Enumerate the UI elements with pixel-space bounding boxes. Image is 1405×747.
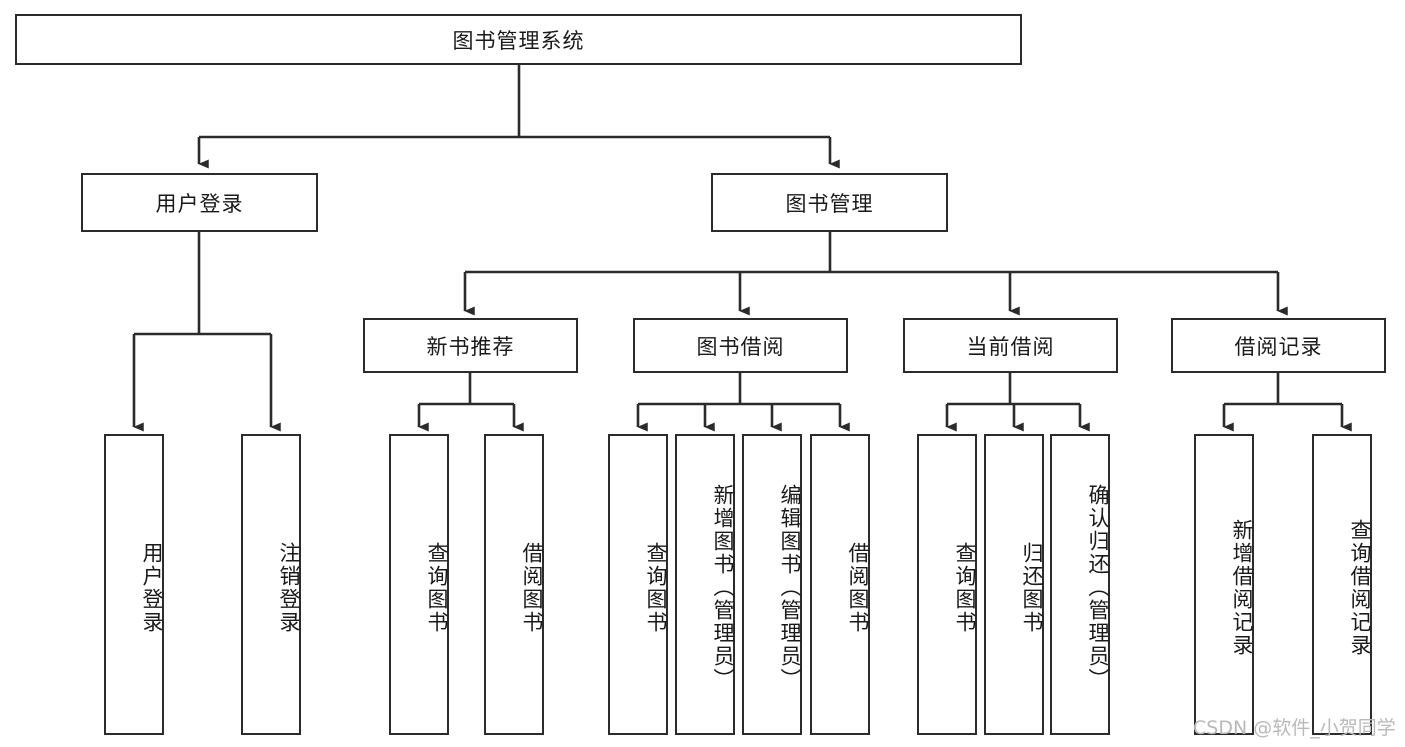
node-leaf-add-book-label: 新增图书（管理员） [711,484,735,691]
node-user-login-label: 用户登录 [155,191,244,216]
node-leaf-return-book-label: 归还图书 [1020,541,1044,634]
node-book-management-label: 图书管理 [785,191,874,216]
node-leaf-add-record[interactable]: 新增借阅记录 [1194,434,1254,735]
node-leaf-user-login[interactable]: 用户登录 [104,434,164,735]
node-leaf-borrow-book-2-label: 借阅图书 [846,541,870,634]
node-leaf-user-login-label: 用户登录 [140,541,164,634]
node-leaf-query-book-2-label: 查询图书 [644,541,668,634]
node-leaf-logout-login-label: 注销登录 [277,541,301,634]
node-current-borrow-label: 当前借阅 [966,334,1055,359]
csdn-watermark: CSDN @软件_小贺同学 [1193,717,1396,739]
node-leaf-edit-book-label: 编辑图书（管理员） [778,484,802,691]
node-book-borrow[interactable]: 图书借阅 [633,318,848,373]
node-leaf-return-book[interactable]: 归还图书 [984,434,1044,735]
node-new-book-recommend-label: 新书推荐 [426,334,515,359]
node-leaf-query-record-label: 查询借阅记录 [1348,518,1372,657]
node-leaf-edit-book[interactable]: 编辑图书（管理员） [742,434,802,735]
node-leaf-borrow-book-2[interactable]: 借阅图书 [810,434,870,735]
node-leaf-borrow-book-1-label: 借阅图书 [520,541,544,634]
node-user-login[interactable]: 用户登录 [81,173,318,232]
node-book-management[interactable]: 图书管理 [711,173,948,232]
node-current-borrow[interactable]: 当前借阅 [903,318,1118,373]
node-leaf-query-book-3[interactable]: 查询图书 [917,434,977,735]
node-root[interactable]: 图书管理系统 [15,14,1022,65]
node-new-book-recommend[interactable]: 新书推荐 [363,318,578,373]
node-leaf-query-book-1-label: 查询图书 [425,541,449,634]
node-borrow-record-label: 借阅记录 [1234,334,1323,359]
node-leaf-logout-login[interactable]: 注销登录 [241,434,301,735]
node-root-label: 图书管理系统 [452,28,585,53]
node-leaf-add-book[interactable]: 新增图书（管理员） [675,434,735,735]
node-leaf-query-book-3-label: 查询图书 [953,541,977,634]
node-leaf-query-record[interactable]: 查询借阅记录 [1312,434,1372,735]
node-leaf-borrow-book-1[interactable]: 借阅图书 [484,434,544,735]
node-leaf-query-book-1[interactable]: 查询图书 [389,434,449,735]
node-borrow-record[interactable]: 借阅记录 [1171,318,1386,373]
node-leaf-add-record-label: 新增借阅记录 [1230,518,1254,657]
node-leaf-confirm-return-label: 确认归还（管理员） [1086,484,1110,691]
node-book-borrow-label: 图书借阅 [696,334,785,359]
node-leaf-confirm-return[interactable]: 确认归还（管理员） [1050,434,1110,735]
node-leaf-query-book-2[interactable]: 查询图书 [608,434,668,735]
